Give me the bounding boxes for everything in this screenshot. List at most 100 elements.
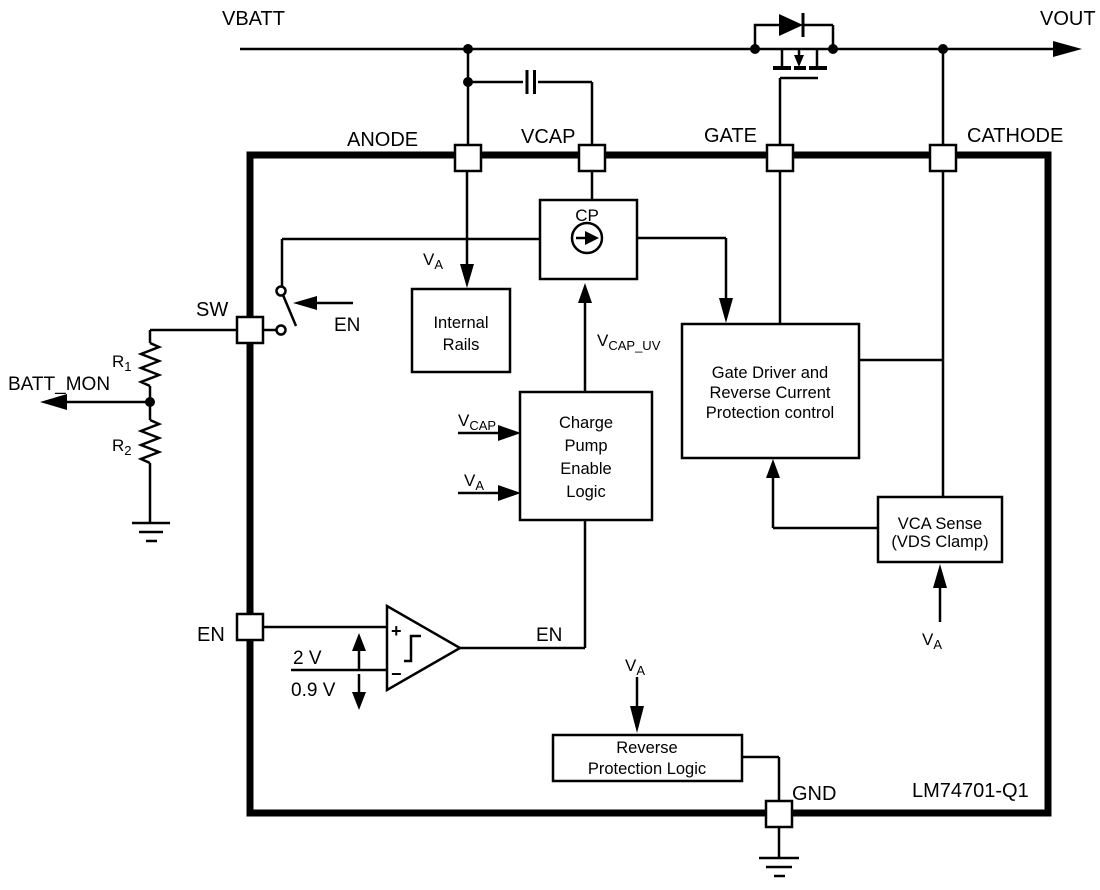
up-arrowhead-icon	[933, 564, 947, 588]
reverse-protection-line2: Protection Logic	[588, 760, 706, 778]
vcap-uv-label: VCAP_UV	[597, 331, 661, 353]
pin-label-gate: GATE	[704, 125, 757, 147]
pin-label-anode: ANODE	[347, 129, 418, 151]
right-arrowhead-icon	[498, 485, 521, 501]
up-arrowhead-icon	[578, 283, 592, 303]
comparator-plus-sign: +	[391, 621, 402, 641]
vout-label: VOUT	[1040, 8, 1096, 30]
body-diode-icon	[779, 14, 803, 36]
pin-label-en: EN	[197, 624, 225, 646]
gate-driver-line1: Gate Driver and	[712, 364, 828, 382]
charge-pump-enable-box	[518, 390, 654, 522]
pin-sw	[235, 315, 265, 345]
pin-label-sw: SW	[196, 299, 228, 321]
va-label: VA	[423, 250, 443, 272]
up-arrowhead-icon	[766, 459, 780, 478]
down-arrowhead-icon	[460, 264, 474, 288]
batt-mon-label: BATT_MON	[8, 374, 110, 395]
diode-loop-wire	[753, 23, 779, 49]
blocking-mosfet-symbol	[753, 13, 835, 145]
en-switch-label: EN	[334, 315, 360, 336]
vca-sense-line2: (VDS Clamp)	[891, 533, 988, 551]
va-revprot-label: VA	[625, 656, 645, 678]
diode-loop-wire	[803, 23, 835, 49]
resistor-r2-icon	[137, 418, 163, 465]
vca-sense-box	[876, 495, 1004, 564]
r1-label: R1	[112, 352, 132, 374]
en-switch: EN	[263, 285, 360, 336]
gate-driver-line3: Protection control	[706, 404, 834, 422]
pin-anode	[453, 143, 483, 173]
switch-to-cp-wire	[280, 237, 540, 287]
revprot-to-gnd-wire	[742, 755, 781, 801]
va-vca-label: VA	[922, 630, 942, 652]
chip-outline	[246, 151, 1052, 817]
part-number-label: LM74701-Q1	[912, 780, 1029, 802]
en-output-label: EN	[536, 625, 562, 646]
internal-rails-line1: Internal	[433, 314, 488, 332]
mosfet-source-drain-stubs	[780, 49, 819, 66]
gate-driver-line2: Reverse Current	[709, 384, 830, 402]
cpe-line1: Charge	[559, 414, 613, 432]
pin-en	[235, 612, 265, 642]
vca-to-gate-driver-wire	[771, 478, 878, 530]
current-source-arrowhead	[585, 231, 599, 245]
mosfet-body-arrow-icon	[794, 55, 804, 67]
pin-cathode	[928, 143, 958, 173]
vca-sense-block: VCA Sense (VDS Clamp) VA	[876, 495, 1004, 652]
vbatt-label: VBATT	[222, 8, 285, 30]
comparator-minus-sign: −	[391, 664, 402, 684]
en-output-wire	[460, 520, 587, 650]
cpe-line4: Logic	[566, 483, 605, 501]
cpe-line3: Enable	[560, 460, 611, 478]
vca-sense-line1: VCA Sense	[898, 515, 982, 533]
threshold-falling-label: 0.9 V	[291, 680, 336, 701]
enable-comparator: + − 2 V 0.9 V EN	[263, 603, 562, 710]
va-input-label: VA	[464, 471, 484, 493]
resistor-r1-icon	[137, 341, 163, 388]
pin-label-gnd: GND	[792, 783, 836, 805]
charge-pump-label: CP	[575, 206, 599, 225]
switch-arm	[281, 294, 298, 327]
vout-arrowhead-icon	[1053, 41, 1082, 57]
switch-contact-bottom	[275, 324, 287, 336]
charge-pump-enable-block: Charge Pump Enable Logic VCAP VA	[458, 390, 654, 522]
down-arrowhead-icon	[719, 298, 733, 323]
internal-wiring	[280, 171, 945, 801]
reverse-protection-block: Reverse Protection Logic VA	[551, 656, 744, 783]
pin-vcap	[577, 143, 607, 173]
comparator-triangle	[385, 603, 463, 693]
reverse-protection-box	[551, 733, 744, 783]
left-arrowhead-icon	[40, 394, 67, 410]
batt-mon-divider: R1 BATT_MON R2	[8, 328, 237, 543]
switch-contact-top	[275, 285, 287, 297]
threshold-rising-label: 2 V	[293, 648, 322, 669]
cpe-line2: Pump	[564, 437, 607, 455]
vcap-capacitor	[466, 49, 945, 145]
down-arrowhead-icon	[352, 692, 366, 710]
pin-gate	[765, 143, 795, 173]
capacitor-icon	[525, 70, 536, 94]
charge-pump-block: CP	[538, 198, 639, 281]
cap-wire-right	[538, 80, 594, 145]
gate-driver-block: Gate Driver and Reverse Current Protecti…	[680, 322, 861, 460]
pin-label-vcap: VCAP	[521, 126, 575, 148]
vbatt-rail: VBATT VOUT	[222, 8, 1096, 87]
up-arrowhead-icon	[352, 633, 366, 651]
hysteresis-icon	[404, 634, 421, 663]
r2-label: R2	[112, 436, 132, 458]
left-arrowhead-icon	[293, 296, 317, 310]
right-arrowhead-icon	[498, 425, 521, 441]
gate-driver-box	[680, 322, 861, 460]
reverse-protection-line1: Reverse	[616, 739, 677, 757]
internal-rails-line2: Rails	[443, 336, 480, 354]
internal-rails-block: Internal Rails	[410, 287, 512, 374]
pin-label-cathode: CATHODE	[967, 125, 1063, 147]
vcap-input-label: VCAP	[458, 411, 496, 433]
chip-pins	[235, 143, 958, 829]
down-arrowhead-icon	[630, 706, 644, 733]
internal-rails-box	[410, 287, 512, 374]
pin-gnd	[764, 799, 794, 829]
